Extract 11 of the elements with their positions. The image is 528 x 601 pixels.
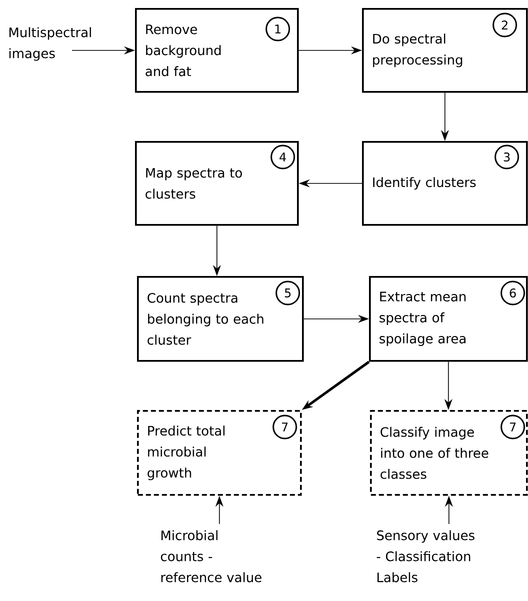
step-number: 4 [270,144,296,170]
step-number: 1 [266,16,290,42]
step-number: 3 [494,144,520,170]
step-number: 7 [272,414,298,440]
input-text: Multispectral images [9,27,91,61]
step-number: 6 [500,280,526,306]
input-text: Microbial counts - reference value [160,530,262,582]
input-text: Sensory values - Classification Labels [376,530,474,582]
step-number: 2 [492,12,518,38]
step-number: 7 [500,414,526,440]
step-number: 5 [276,280,300,306]
